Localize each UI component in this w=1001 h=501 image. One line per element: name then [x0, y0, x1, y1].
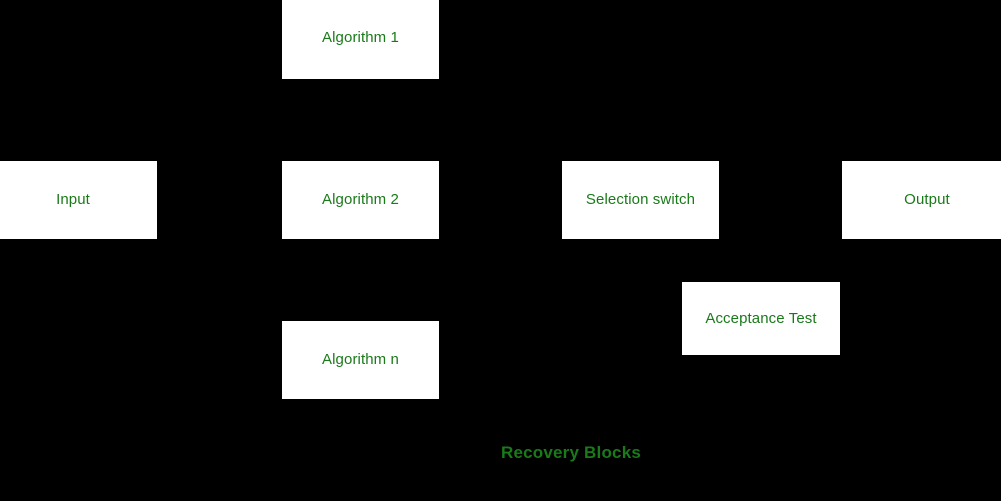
edge-input-to-algorithm-1: [158, 39, 281, 201]
node-input-label: Input: [56, 191, 90, 208]
node-algorithm-1[interactable]: Algorithm 1: [281, 0, 440, 80]
node-output-label: Output: [904, 191, 950, 208]
node-algorithm-n-label: Algorithm n: [322, 351, 399, 368]
node-algorithm-2[interactable]: Algorithm 2: [281, 160, 440, 240]
diagram-caption: Recovery Blocks: [500, 443, 642, 462]
node-acceptance-test-label: Acceptance Test: [705, 309, 817, 327]
node-algorithm-n[interactable]: Algorithm n: [281, 320, 440, 400]
node-selection-switch[interactable]: Selection switch: [561, 160, 720, 240]
edge-algorithm-1-to-selection-switch: [440, 39, 561, 201]
edge-algorithm-n-to-selection-switch: [440, 199, 561, 361]
node-algorithm-1-label: Algorithm 1: [322, 29, 399, 46]
node-input[interactable]: Input: [0, 160, 158, 240]
edge-selection-switch-to-acceptance-test: [639, 240, 681, 319]
node-algorithm-2-label: Algorithm 2: [322, 191, 399, 208]
edge-input-to-algorithm-n: [158, 199, 281, 361]
node-output[interactable]: Output: [841, 160, 1001, 240]
arrowhead-algorithm-2: [272, 195, 281, 205]
node-selection-switch-label: Selection switch: [585, 191, 696, 208]
edge-acceptance-test-to-output: [841, 240, 921, 319]
node-acceptance-test[interactable]: Acceptance Test: [681, 281, 841, 356]
arrowhead-output: [832, 195, 841, 205]
